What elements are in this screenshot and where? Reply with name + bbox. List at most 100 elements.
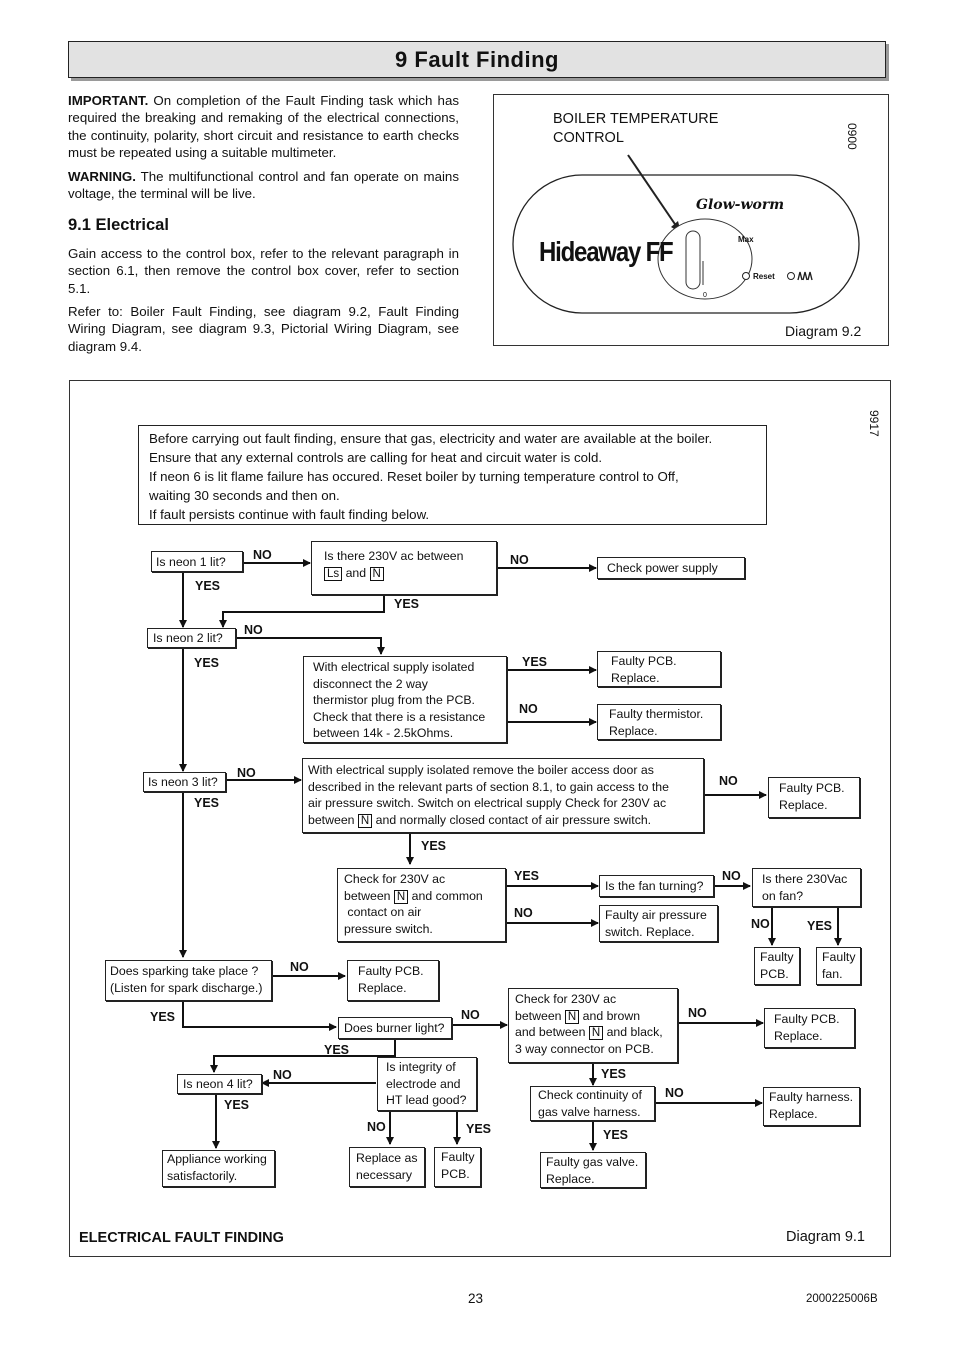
no-label: NO [688,1006,707,1020]
faulty-pcb-box-2: Faulty PCB. Replace. [768,777,860,818]
air-pressure-switch-box: With electrical supply isolated remove t… [302,758,704,833]
fan-230v-box: Is there 230Vac on fan? [752,868,861,907]
aps-tail-text: and normally closed contact of air press… [375,812,652,827]
box-line: between N and normally closed contact of… [308,812,698,829]
faulty-pcb-box-4: Faulty PCB. Replace. [347,960,439,1001]
model-logo: Hideaway FF [539,236,674,268]
box-line: 3 way connector on PCB. [515,1041,654,1056]
burner-box: Does burner light? [338,1017,452,1039]
appliance-working-box: Appliance working satisfactorily. [162,1150,275,1187]
yes-label: YES [194,656,220,670]
neon2-box: Is neon 2 lit? [147,628,236,648]
warning-note: WARNING. The multifunctional control and… [68,168,459,203]
control-label-line-1: BOILER TEMPERATURE [553,111,719,127]
box-line: between N and common [344,888,499,905]
no-label: NO [514,906,533,920]
yes-label: YES [466,1122,492,1136]
box-line: Check that there is a resistance [313,709,486,724]
no-label: NO [719,774,738,788]
common-contact-box: Check for 230V ac between N and common c… [337,868,506,942]
box-line: air pressure switch. Switch on electrica… [308,796,667,810]
intro-box: Before carrying out fault finding, ensur… [138,425,767,525]
intro-line: If fault persists continue with fault fi… [149,507,430,522]
box-line: fan. [822,966,843,981]
terminal-n: N [564,1009,580,1024]
box-line: Faulty [822,950,856,964]
max-label: Max [738,235,754,244]
box-line: Replace. [774,1028,823,1043]
box-line: Faulty harness. [769,1090,854,1104]
important-note: IMPORTANT. On completion of the Fault Fi… [68,92,459,161]
brown-black-box: Check for 230V ac between N and brown an… [508,988,678,1063]
no-label: NO [367,1120,386,1134]
box-line: Check continuity of [538,1088,642,1102]
box-line: PCB. [441,1166,470,1181]
no-label: NO [751,917,770,931]
yes-label: YES [194,796,220,810]
box-line: pressure switch. [344,921,433,936]
faulty-pcb-box-1: Faulty PCB. Replace. [597,651,721,687]
faulty-harness-box: Faulty harness. Replace. [763,1087,860,1126]
brand-logo: Glow-worm [696,197,785,213]
important-text: On completion of the Fault Finding task … [68,93,459,160]
box-line: satisfactorily. [167,1168,238,1183]
intro-line: If neon 6 is lit flame failure has occur… [149,469,679,484]
diagram-9-1 [69,380,891,1257]
no-label: NO [290,960,309,974]
page-number: 23 [468,1291,484,1306]
faulty-fan-box: Faulty fan. [816,947,861,985]
faulty-gas-valve-box: Faulty gas valve. Replace. [540,1152,646,1188]
yes-label: YES [514,869,540,883]
terminal-n: N [588,1026,604,1040]
box-line: Faulty gas valve. [546,1155,639,1169]
faulty-pcb-box-3: Faulty PCB. [754,947,800,985]
yes-label: YES [603,1128,629,1142]
section-paragraph-2: Refer to: Boiler Fault Finding, see diag… [68,304,459,354]
yes-label: YES [394,597,420,611]
box-line: Faulty PCB. [358,964,424,978]
neon3-box: Is neon 3 lit? [143,772,226,792]
box-line: Faulty PCB. [774,1012,840,1026]
faulty-aps-box: Faulty air pressure switch. Replace. [599,905,718,942]
replace-box: Replace as necessary [349,1147,425,1187]
yes-label: YES [324,1043,350,1057]
box-line: on fan? [762,888,804,903]
box-line: gas valve harness. [538,1104,641,1119]
box-line: Faulty PCB. [779,781,845,795]
between-text: between [308,812,355,827]
box-line: Replace as [356,1151,418,1165]
box-line: Replace. [609,723,658,738]
between-text: between [515,1008,562,1023]
box-line: Faulty air pressure [605,908,707,922]
box-line: Replace. [358,980,407,995]
terminal-n: N [369,566,384,581]
terminal-n: N [393,889,409,904]
warning-text: The multifunctional control and fan oper… [68,169,459,202]
box-line: contact on air [344,905,422,919]
important-label: IMPORTANT. [68,93,149,108]
yes-label: YES [522,655,548,669]
no-label: NO [519,702,538,716]
neon4-box: Is neon 4 lit? [177,1074,262,1094]
box-line: Faulty thermistor. [609,707,704,721]
diagram-9-2: BOILER TEMPERATURE CONTROL 0900 Hideaway… [493,94,889,346]
terminal-ls: Ls [324,566,343,581]
box-line: With electrical supply isolated remove t… [308,763,654,777]
sparking-box: Does sparking take place ? (Listen for s… [105,960,272,1001]
box-line: With electrical supply isolated [313,660,475,674]
box-line: (Listen for spark discharge.) [110,980,263,995]
yes-label: YES [601,1067,627,1081]
box-line: Replace. [779,797,828,812]
box-line: Is there 230Vac [762,872,848,886]
box-line: between N and brown [515,1008,671,1025]
zero-label: 0 [703,292,707,299]
section-heading: 9.1 Electrical [68,216,169,234]
box-line: PCB. [760,966,789,981]
box-line: HT lead good? [386,1093,467,1107]
boiler-panel-drawing [512,154,860,314]
no-label: NO [722,869,741,883]
intro-line: Ensure that any external controls are ca… [149,450,603,465]
terminal-n: N [357,813,373,828]
brown-text: and brown [582,1008,641,1023]
